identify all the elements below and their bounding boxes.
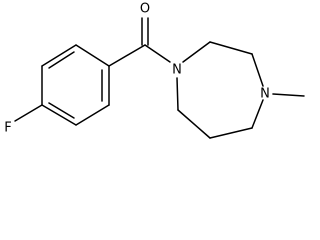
- molecule-structure: O F N N: [4, 2, 305, 139]
- bond-n4-c-right: [251, 99, 264, 129]
- bond-c-topright-n4: [251, 53, 264, 87]
- bond-n1-c-top: [182, 41, 211, 63]
- diazepane-ring: [176, 41, 264, 139]
- bond-ring-c2-c3: [41, 44, 77, 67]
- bond-ring-inner-double-1: [48, 51, 75, 69]
- bond-carbonyl-to-nitrogen: [144, 44, 171, 63]
- bond-ring-to-carbonyl: [108, 44, 146, 67]
- bond-c-right-c-bottom: [209, 127, 253, 139]
- bond-ring-inner-double-2: [48, 102, 75, 119]
- atom-label-oxygen: O: [140, 2, 150, 17]
- atom-label-fluorine: F: [4, 121, 11, 136]
- bond-c-left-n1: [176, 77, 179, 111]
- bond-ring-c5-c6: [75, 104, 110, 126]
- bond-n4-methyl: [272, 93, 305, 97]
- bond-ring-c4-c5: [41, 104, 77, 126]
- bond-ring-to-fluorine: [14, 104, 43, 122]
- bond-c-top-c-topright: [209, 41, 253, 55]
- benzene-ring: [41, 44, 110, 126]
- bond-ring-c1-c2: [75, 44, 110, 67]
- bond-c-bottom-c-left: [177, 109, 211, 139]
- carbonyl-group: [108, 17, 171, 67]
- atom-label-nitrogen-methyl: N: [260, 87, 270, 102]
- atom-label-nitrogen-amide: N: [172, 63, 182, 78]
